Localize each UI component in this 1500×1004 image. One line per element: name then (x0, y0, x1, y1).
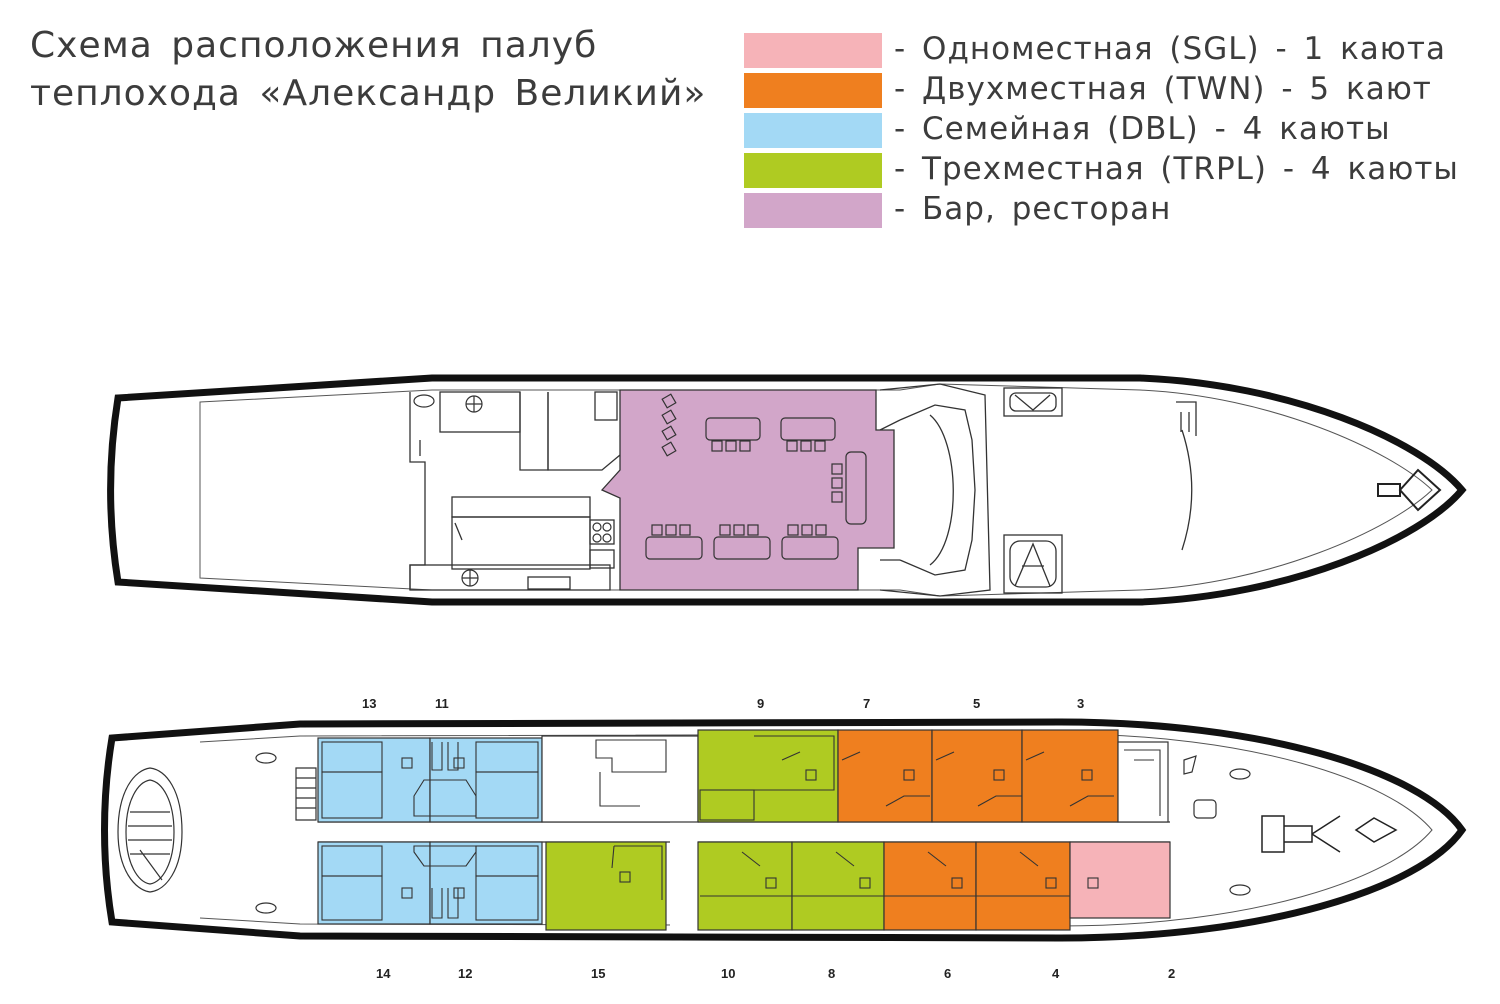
legend-label-sgl: - Одноместная (SGL) - 1 каюта (894, 31, 1446, 67)
bar-restaurant-furniture (645, 393, 867, 560)
upper-deck-anchor (1377, 468, 1442, 512)
cabin-number-10: 10 (721, 966, 735, 981)
diagram-title: Схема расположения палуб теплохода «Алек… (30, 22, 706, 118)
lower-deck-top-cabins (317, 729, 1169, 823)
upper-deck-liferafts (1003, 387, 1197, 594)
legend-swatch-bar (744, 193, 882, 228)
lower-deck-corridor (318, 822, 1170, 842)
upper-deck-fixtures (413, 394, 612, 587)
cabin-number-12: 12 (458, 966, 472, 981)
cabin-5 (931, 729, 1023, 823)
legend-swatch-trpl (744, 153, 882, 188)
cabin-12 (429, 841, 543, 925)
title-line-2: теплохода «Александр Великий» (30, 73, 707, 114)
legend-label-dbl: - Семейная (DBL) - 4 каюты (894, 111, 1391, 147)
cabin-number-3: 3 (1077, 696, 1084, 711)
lower-deck-cabin-furniture (321, 735, 1161, 921)
legend-label-twn: - Двухместная (TWN) - 5 кают (894, 71, 1432, 107)
cabin-number-7: 7 (863, 696, 870, 711)
cabin-7 (837, 729, 933, 823)
title-line-1: Схема расположения палуб (30, 25, 598, 66)
service-room-top (541, 735, 699, 823)
legend-swatch-dbl (744, 113, 882, 148)
cabin-8 (791, 841, 885, 931)
cabin-13 (317, 737, 431, 823)
legend-label-bar: - Бар, ресторан (894, 191, 1172, 227)
cabin-number-14: 14 (376, 966, 391, 981)
legend-swatch-twn (744, 73, 882, 108)
cabin-number-15: 15 (591, 966, 605, 981)
lower-deck-anchor-winch (1261, 815, 1398, 853)
cabin-numbers-bottom: 14 12 15 10 8 6 4 2 (376, 966, 1175, 981)
cabin-3 (1021, 729, 1119, 823)
upper-deck-bridge (879, 383, 991, 597)
cabin-15 (545, 841, 667, 931)
cabin-number-11: 11 (435, 696, 449, 711)
lower-deck-bottom-cabins (317, 841, 1171, 931)
lower-deck-aft-equipment (117, 752, 1251, 914)
cabin-9 (697, 729, 839, 823)
cabin-number-13: 13 (362, 696, 376, 711)
cabin-4 (975, 841, 1071, 931)
cabin-2 (1069, 841, 1171, 919)
cabin-14 (317, 841, 431, 925)
cabin-numbers-top: 13 11 9 7 5 3 (362, 696, 1084, 711)
upper-deck-aft-rooms (409, 391, 621, 591)
legend-swatch-sgl (744, 33, 882, 68)
legend-label-trpl: - Трехместная (TRPL) - 4 каюты (894, 151, 1459, 187)
cabin-number-6: 6 (944, 966, 951, 981)
cabin-number-2: 2 (1168, 966, 1175, 981)
cabin-number-9: 9 (757, 696, 764, 711)
cabin-10 (697, 841, 793, 931)
cabin-number-8: 8 (828, 966, 835, 981)
cabin-number-5: 5 (973, 696, 980, 711)
cabin-number-4: 4 (1052, 966, 1060, 981)
